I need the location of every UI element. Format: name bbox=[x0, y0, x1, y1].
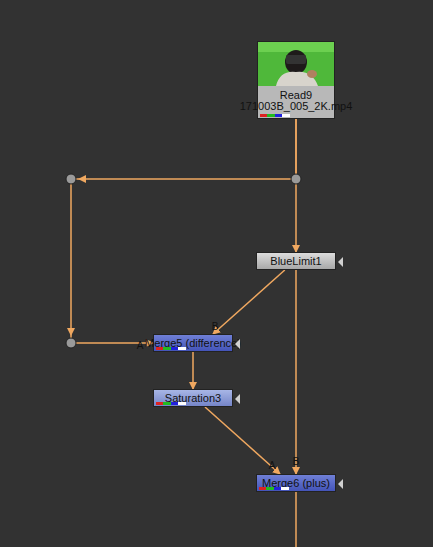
connector bbox=[192, 352, 194, 389]
node-label: Saturation3 bbox=[165, 393, 221, 404]
connector bbox=[213, 270, 285, 334]
input-label: B bbox=[293, 456, 300, 467]
file-name: 171003B_005_2K.mp4 bbox=[240, 101, 353, 112]
process-node: Saturation3 bbox=[153, 389, 233, 407]
merge-node: Merge6 (plus) bbox=[256, 474, 336, 492]
output-wire bbox=[295, 492, 297, 547]
input-label: B bbox=[212, 321, 219, 332]
process-node: BlueLimit1 bbox=[256, 252, 336, 270]
input-label: A bbox=[269, 460, 276, 471]
connector bbox=[71, 119, 296, 343]
node-label: BlueLimit1 bbox=[270, 256, 321, 267]
connector bbox=[205, 407, 280, 474]
read-node: Read9171003B_005_2K.mp4 bbox=[257, 41, 335, 119]
node-label: Read9 bbox=[280, 90, 312, 101]
dot-node bbox=[66, 338, 76, 348]
input-label: A bbox=[137, 340, 144, 351]
dot-node bbox=[66, 174, 76, 184]
dot-node bbox=[291, 174, 301, 184]
connector bbox=[295, 270, 297, 474]
merge-node: Merge5 (difference) bbox=[153, 334, 233, 352]
node-label: Merge5 (difference) bbox=[145, 338, 241, 349]
node-label: Merge6 (plus) bbox=[262, 478, 330, 489]
